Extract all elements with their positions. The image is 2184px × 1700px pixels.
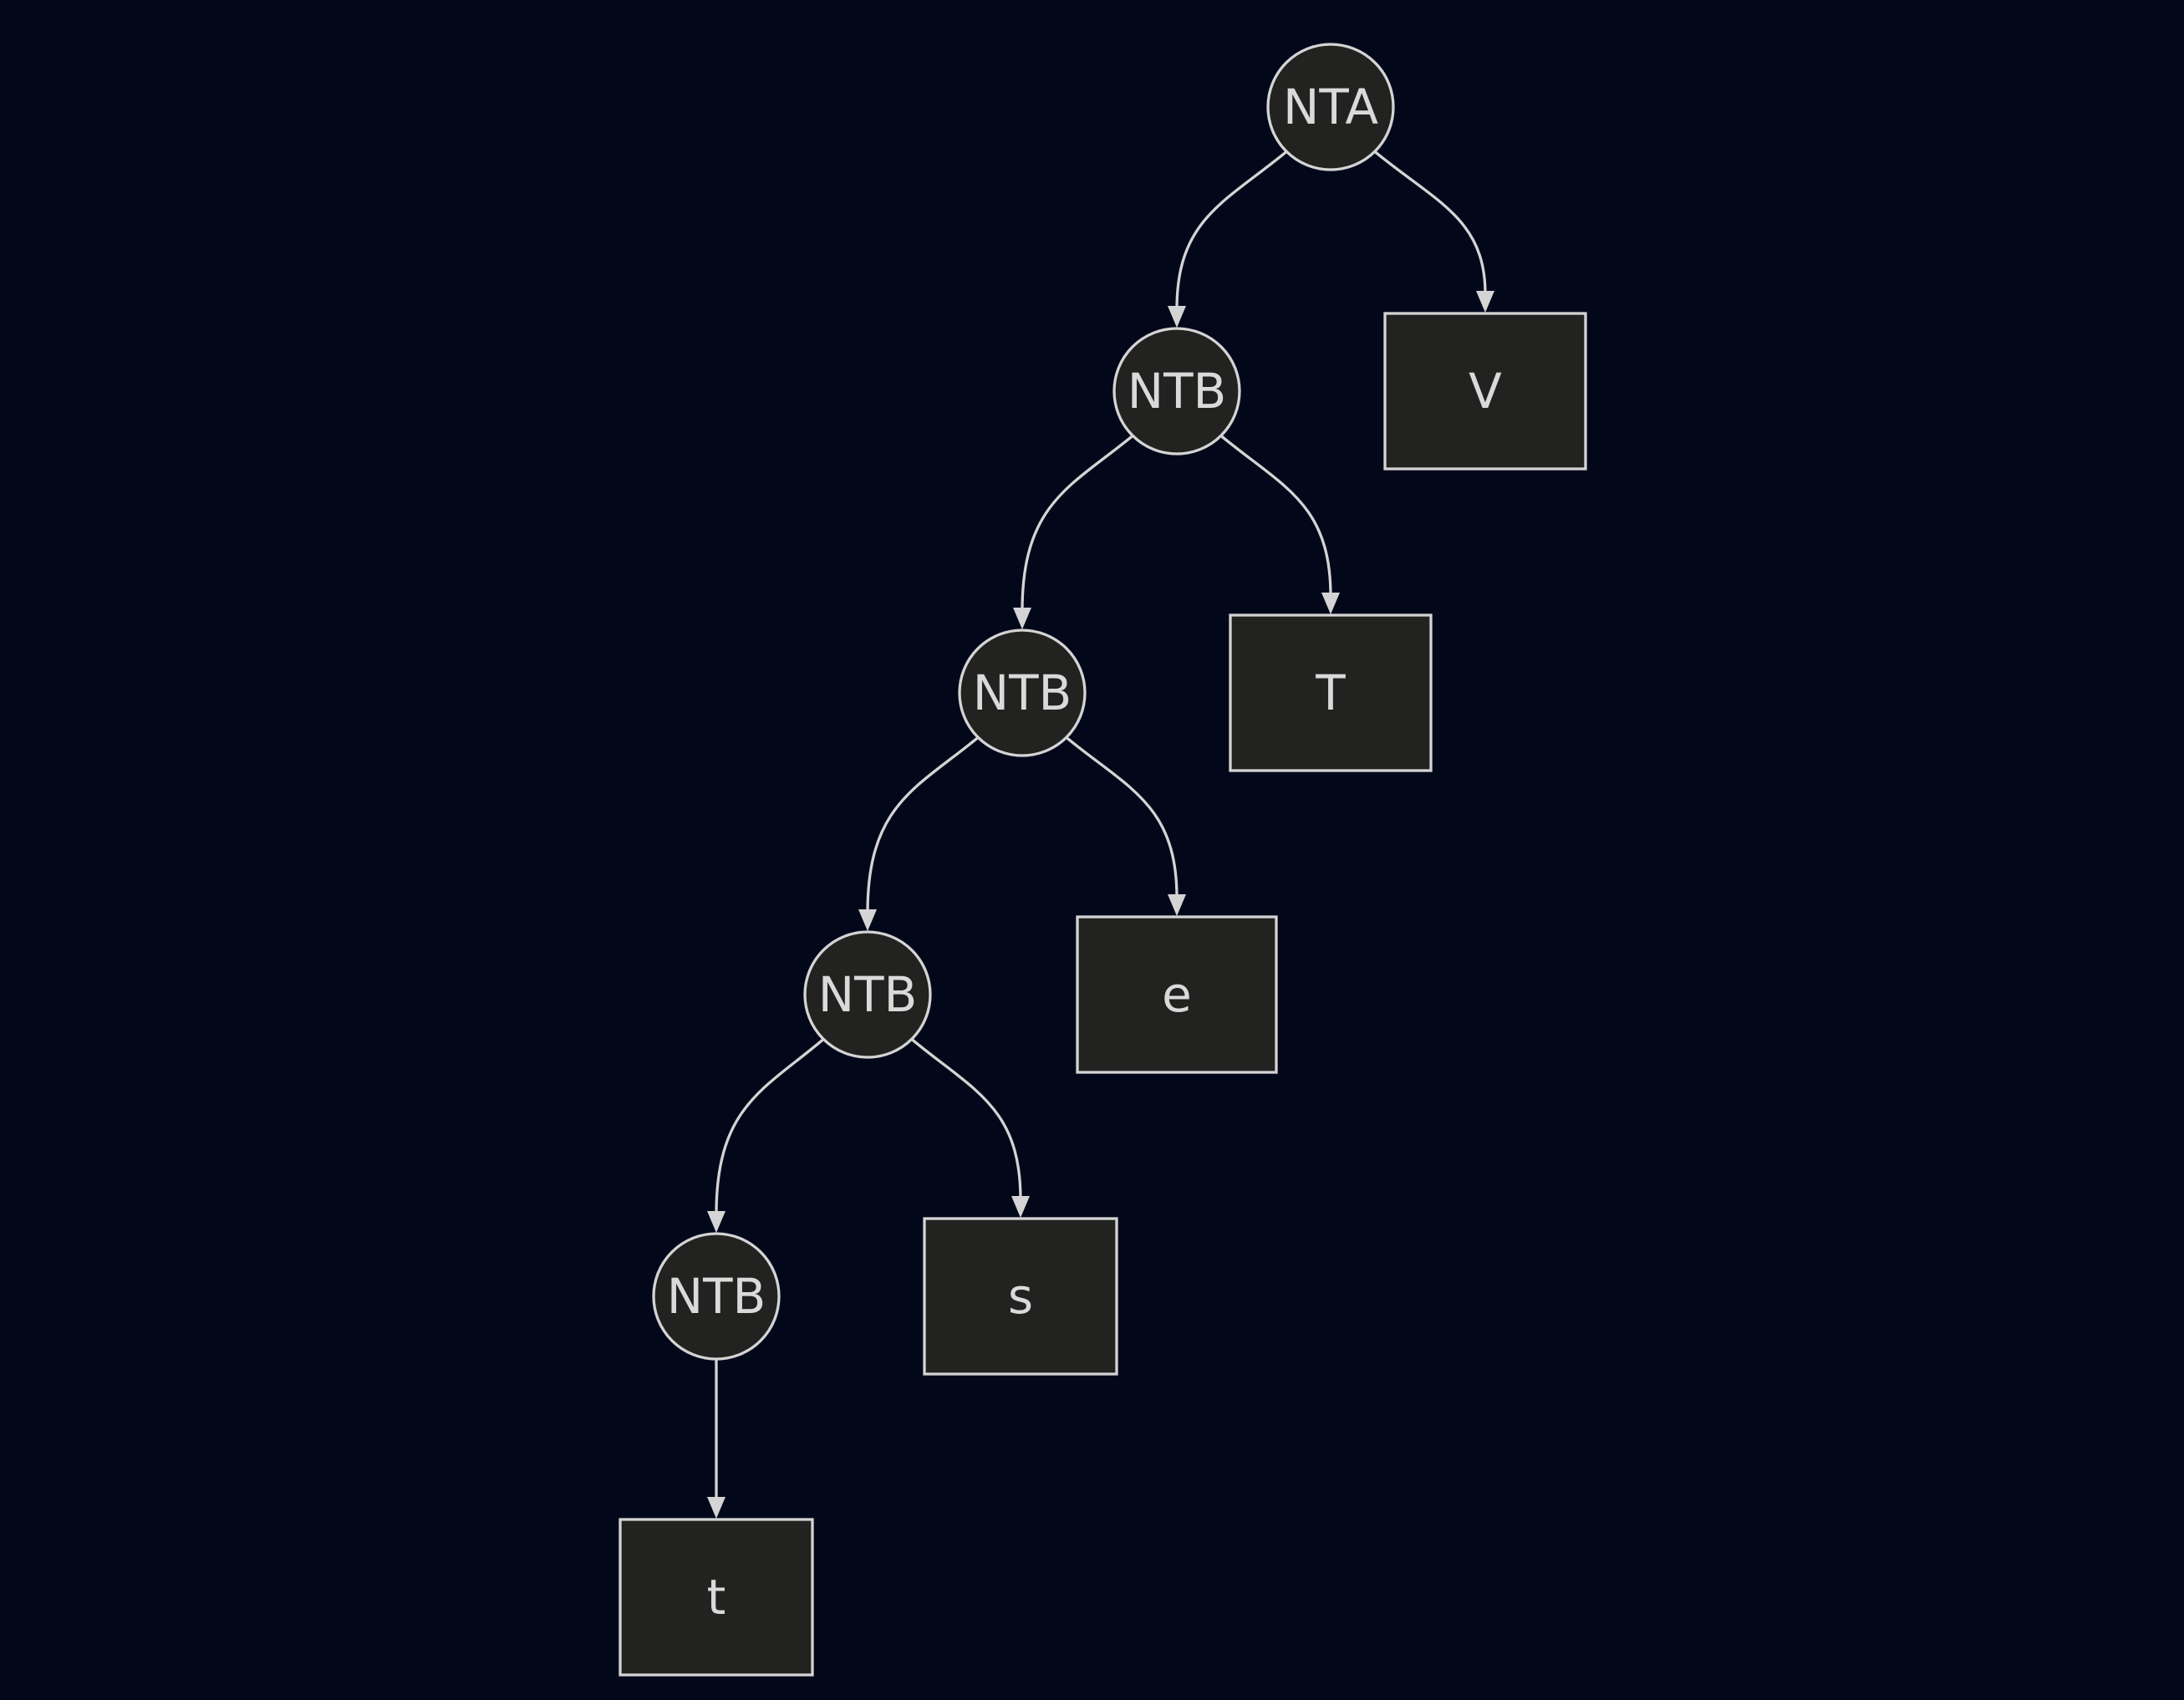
node-rect [923,1217,1118,1376]
edge-ntb1-to-T [1219,435,1332,597]
node-nta: NTA [1266,43,1395,171]
node-label: T [1315,664,1346,721]
node-circle [1266,43,1395,171]
node-ntb1: NTB [1112,327,1241,456]
node-label: e [1162,966,1192,1023]
edge-ntb2-to-ntb3 [866,736,980,914]
edge-ntb3-to-s [910,1038,1022,1200]
node-label: s [1008,1268,1033,1325]
node-ntb2: NTB [958,629,1087,757]
node-e: e [1076,915,1278,1074]
arrowhead-ntb1-to-T [1321,593,1340,614]
node-circle [1112,327,1241,456]
edge-ntb3-to-ntb4 [715,1038,825,1215]
edge-nta-to-v [1373,150,1487,295]
node-rect [1383,312,1587,471]
arrowhead-ntb3-to-s [1011,1196,1030,1218]
edge-ntb2-to-e [1065,736,1179,898]
arrowhead-nta-to-ntb1 [1168,306,1186,328]
node-label: NTB [973,664,1072,721]
node-T: T [1229,613,1433,772]
arrowhead-ntb2-to-ntb3 [858,909,877,931]
arrowhead-ntb1-to-ntb2 [1013,608,1031,629]
node-rect [1076,915,1278,1074]
node-label: NTB [818,966,918,1023]
node-ntb4: NTB [652,1232,781,1361]
arrowhead-nta-to-v [1476,291,1494,313]
node-circle [958,629,1087,757]
node-label: t [707,1569,726,1626]
node-label: V [1469,363,1502,420]
node-label: NTB [1128,363,1227,420]
arrowhead-ntb2-to-e [1168,894,1186,916]
node-t: t [619,1518,814,1677]
node-label: NTA [1283,79,1378,135]
node-label: NTB [667,1268,766,1325]
edges-layer [707,150,1494,1519]
node-s: s [923,1217,1118,1376]
edge-ntb1-to-ntb2 [1021,435,1134,612]
node-ntb3: NTB [803,930,932,1059]
node-v: V [1383,312,1587,471]
node-rect [619,1518,814,1677]
node-circle [652,1232,781,1361]
node-rect [1229,613,1433,772]
arrowhead-ntb3-to-ntb4 [707,1211,725,1233]
edge-nta-to-ntb1 [1175,150,1288,310]
arrowhead-ntb4-to-t [707,1497,725,1519]
node-circle [803,930,932,1059]
